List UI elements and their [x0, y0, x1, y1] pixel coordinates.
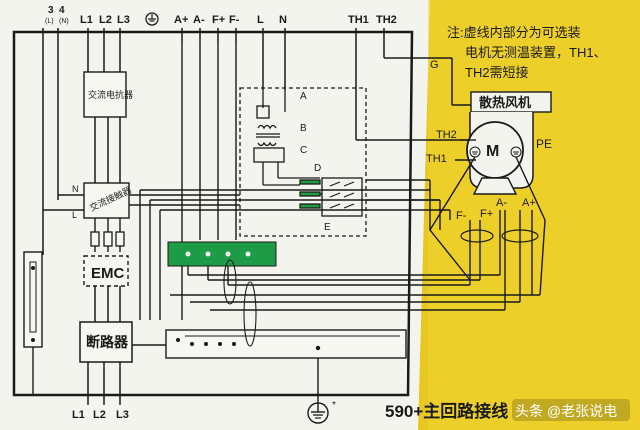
motor-base [472, 177, 518, 195]
optional-module-box [239, 87, 367, 237]
ground-symbol-bottom-icon [307, 395, 329, 424]
fan-f-plus-label: F+ [480, 208, 493, 220]
reactor-block [83, 71, 127, 118]
fuse-group [90, 218, 125, 252]
green-bar-dots [185, 251, 251, 257]
fan-a-minus-label: A- [496, 197, 507, 209]
bottom-l2-label: L2 [93, 409, 106, 421]
emc-label: EMC [91, 265, 125, 282]
fan-cable-loop-2 [501, 229, 539, 243]
fuse-3-icon [115, 231, 125, 247]
fan-th2-label: TH2 [436, 129, 457, 141]
green-terminal-bar [167, 241, 277, 267]
bus-wires [132, 42, 540, 395]
bottom-l1-label: L1 [72, 409, 85, 421]
fan-cable-loop-1 [460, 229, 494, 243]
right-page-tint [428, 0, 640, 430]
main-frame [12, 30, 414, 397]
contactor-coil-wires [43, 194, 240, 211]
note-line-2: 电机无测温装置，TH1、 [465, 45, 607, 60]
terminal-n-label: N [279, 14, 287, 26]
motor-m-label: M [486, 143, 499, 160]
optional-module-wiring [253, 90, 363, 217]
relay-contact-1 [299, 179, 321, 185]
terminal-l-label: L [257, 14, 264, 26]
module-label-d: D [314, 163, 321, 174]
module-label-b: B [300, 123, 307, 134]
terminal-th2-label: TH2 [376, 14, 397, 26]
module-label-c: C [300, 145, 307, 156]
relay-switch-icons [329, 181, 355, 209]
lower-terminal-bar [165, 329, 407, 359]
breaker-block [79, 321, 133, 363]
fan-a-plus-label: A+ [522, 197, 536, 209]
bottom-l3-label: L3 [116, 409, 129, 421]
terminal-l1-label: L1 [80, 14, 93, 26]
terminal-l2-label: L2 [99, 14, 112, 26]
relay-contact-2 [299, 191, 321, 197]
fuse-1-icon [90, 231, 100, 247]
module-label-e: E [324, 222, 331, 233]
emc-to-breaker-wires [94, 286, 121, 322]
terminal-a-plus-label: A+ [174, 14, 188, 26]
fan-f-minus-label: F- [456, 210, 467, 222]
terminal-l3-label: L3 [117, 14, 130, 26]
terminal-f-plus-label: F+ [212, 14, 225, 26]
left-terminal-dot-bottom [31, 338, 35, 342]
fan-title: 散热风机 [479, 95, 531, 110]
fuse-2-icon [103, 231, 113, 247]
lower-bar-dots [176, 338, 321, 351]
terminal-4-sub: (N) [59, 18, 69, 25]
left-terminal-slot [29, 261, 37, 333]
ground-symbol-top-icon [145, 12, 159, 26]
contactor-pin-n: N [72, 184, 79, 194]
breaker-output-wires [87, 362, 121, 405]
relay-contact-3 [299, 203, 321, 209]
terminal-3-sub: (L) [45, 18, 54, 25]
contactor-block [83, 182, 130, 219]
fan-th1-label: TH1 [426, 153, 447, 165]
cable-shield-loop-1 [243, 281, 257, 347]
watermark-backdrop [512, 399, 630, 421]
emc-block [83, 255, 129, 287]
left-terminal-dot-top [31, 266, 35, 270]
note-line-1: 注:虚线内部分为可选装 [447, 25, 581, 40]
reactor-to-contactor-wires [94, 117, 121, 183]
terminal-4-label: 4 [59, 5, 65, 16]
module-label-a: A [300, 91, 307, 102]
ground-star: * [332, 400, 336, 411]
watermark-text: 头条 @老张说电 [515, 403, 617, 419]
note-line-3: TH2需短接 [465, 65, 529, 80]
cable-shield-loop-2 [223, 259, 237, 305]
diagram-caption: 590+主回路接线 [385, 401, 508, 421]
terminal-th1-label: TH1 [348, 14, 369, 26]
contactor-pin-l: L [72, 210, 77, 220]
terminal-drop-wires [42, 28, 480, 255]
fan-pe-label: PE [536, 137, 552, 151]
reactor-label: 交流电抗器 [88, 89, 133, 100]
fan-g-label: G [430, 59, 439, 71]
terminal-3-label: 3 [48, 5, 54, 16]
terminal-a-minus-label: A- [193, 14, 205, 26]
terminal-f-minus-label: F- [229, 14, 240, 26]
breaker-label: 断路器 [86, 334, 129, 350]
